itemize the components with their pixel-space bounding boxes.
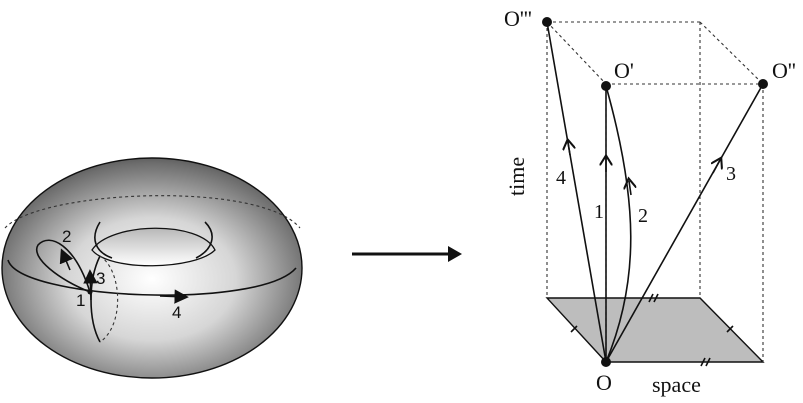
point-o-triple-prime	[542, 17, 552, 27]
worldline-3-arrow	[713, 160, 720, 174]
worldline-label-3: 3	[726, 163, 736, 185]
plane-tick-right	[726, 325, 734, 333]
worldline-2	[605, 85, 632, 363]
point-o-prime	[601, 81, 611, 91]
loop-4-curve	[7, 259, 297, 296]
torus-hole	[91, 227, 216, 267]
spacetime-diagram: O O' O'' O''' 1 2 3 4 time space	[504, 6, 796, 397]
plane-tick-top-a	[648, 293, 654, 303]
torus-body	[1, 157, 303, 379]
label-o-triple-prime: O'''	[504, 6, 532, 31]
plane-tick-top-b	[653, 293, 659, 303]
worldline-label-2: 2	[638, 205, 648, 227]
time-axis-label: time	[504, 157, 529, 196]
worldline-4-arrow	[568, 142, 570, 156]
label-o-prime: O'	[614, 58, 634, 83]
space-plane	[545, 297, 765, 363]
point-o	[601, 357, 611, 367]
torus-label-2: 2	[62, 227, 71, 246]
worldline-label-4: 4	[556, 167, 566, 189]
label-o: O	[596, 370, 612, 395]
torus-hole-upper-rim-right	[195, 221, 213, 259]
torus-label-3: 3	[96, 269, 105, 288]
point-o-double-prime	[758, 79, 768, 89]
plane-tick-left	[570, 325, 578, 333]
label-o-double-prime: O''	[772, 58, 796, 83]
worldline-label-1: 1	[594, 201, 604, 223]
plane-tick-bottom-b	[705, 357, 711, 367]
plane-tick-bottom-a	[700, 357, 706, 367]
torus-base-point	[87, 289, 93, 295]
torus-label-1: 1	[76, 291, 85, 310]
worldline-4	[546, 21, 607, 363]
torus-label-4: 4	[172, 303, 181, 322]
worldline-2-arrow	[629, 181, 631, 196]
torus-back-equator	[4, 195, 301, 229]
torus-drawing: 1 2 3 4	[1, 157, 303, 379]
mapping-arrow	[352, 246, 462, 262]
space-axis-label: space	[652, 372, 701, 397]
loop-3-back	[99, 255, 119, 343]
loop-2-curve	[35, 239, 92, 294]
worldline-3	[605, 83, 764, 363]
loop-2-arrow	[59, 248, 74, 271]
loop-3-arrow	[83, 269, 98, 301]
torus-hole-upper-rim	[94, 221, 113, 259]
loop-4-arrow	[159, 289, 189, 304]
